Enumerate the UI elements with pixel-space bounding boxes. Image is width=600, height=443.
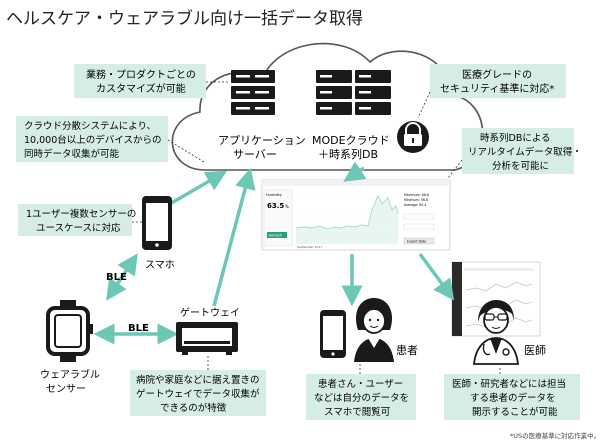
dashboard-area bbox=[296, 196, 398, 244]
doctor-label: 医師 bbox=[524, 344, 546, 357]
smartphone-label: スマホ bbox=[145, 259, 175, 271]
callout-multi-sensor-line1: 1ユーザー複数センサーの bbox=[26, 208, 136, 220]
wearable-label-2: センサー bbox=[46, 383, 86, 395]
arrow-ble-phone bbox=[106, 253, 138, 301]
patient-label: 患者 bbox=[396, 344, 418, 357]
mode-cloud-label-2: ＋時系列DB bbox=[318, 147, 378, 161]
ble-phone-label: BLE bbox=[106, 272, 127, 283]
dashboard-stat-3: Average: 60.4 bbox=[404, 203, 426, 207]
app-server-label-1: アプリケーション bbox=[218, 134, 306, 147]
mode-server-icon bbox=[316, 70, 391, 115]
callout-distributed-line2: 10,000台以上のデバイスからの bbox=[24, 134, 161, 146]
dashboard-date: September 2017 bbox=[297, 245, 322, 249]
callout-gateway: 病院や家庭などに据え置きの ゲートウェイでデータ収集が できるのが特徴 bbox=[130, 370, 266, 416]
app-server-label-2: サーバー bbox=[233, 148, 277, 161]
callout-multi-sensor-line2: ユースケースに対応 bbox=[36, 222, 121, 234]
callout-gateway-line1: 病院や家庭などに据え置きの bbox=[136, 374, 260, 386]
gateway-label: ゲートウェイ bbox=[180, 307, 240, 319]
callout-customize-line1: 業務・プロダクトごとの bbox=[86, 68, 196, 81]
gateway-icon bbox=[176, 322, 238, 355]
leader-distributed bbox=[167, 139, 205, 163]
dashboard-stat-1: Maximum: 66.8 bbox=[404, 193, 429, 197]
arrow-cloud-to-doctor bbox=[418, 252, 455, 301]
arrow-cloud-to-dashboard bbox=[343, 161, 367, 182]
app-server-icon bbox=[231, 70, 275, 115]
callout-security-line2: セキュリティ基準に対応* bbox=[440, 82, 554, 95]
callout-gateway-line3: できるのが特徴 bbox=[160, 402, 227, 414]
callout-distributed: クラウド分散システムにより、 10,000台以上のデバイスからの 同時データ収集… bbox=[16, 116, 168, 162]
dashboard-export: Export Data bbox=[407, 240, 426, 244]
dashboard-button: Refresh bbox=[269, 234, 282, 238]
leader-security bbox=[417, 91, 431, 119]
dashboard-stat-2: Minimum: 56.8 bbox=[404, 198, 428, 202]
ble-gateway-label: BLE bbox=[128, 323, 149, 334]
callout-patient: 患者さん・ユーザー などは自分のデータを スマホで閲覧可 bbox=[306, 374, 416, 420]
callout-doctor: 医師・研究者などには担当 する患者のデータを 開示することが可能 bbox=[444, 374, 580, 420]
callout-security-line1: 医療グレードの bbox=[462, 68, 532, 81]
page-title: ヘルスケア・ウェアラブル向け一括データ取得 bbox=[6, 8, 363, 29]
smartphone-icon bbox=[142, 196, 172, 250]
callout-doctor-line3: 開示することが可能 bbox=[472, 406, 558, 418]
callout-doctor-line2: する患者のデータを bbox=[470, 392, 556, 404]
mode-cloud-label-1: MODEクラウド bbox=[312, 134, 390, 147]
callout-distributed-line1: クラウド分散システムにより、 bbox=[24, 120, 156, 132]
callout-gateway-line2: ゲートウェイでデータ収集が bbox=[136, 388, 260, 400]
dashboard-screenshot: Humidity 63.5 % Refresh September 2017 M… bbox=[261, 179, 451, 251]
callout-customize: 業務・プロダクトごとの カスタマイズが可能 bbox=[74, 64, 206, 98]
callout-timeseries: 時系列DBによる リアルタイムデータ取得・ 分析を可能に bbox=[462, 128, 582, 174]
callout-patient-line1: 患者さん・ユーザー bbox=[318, 378, 403, 390]
callout-doctor-line1: 医師・研究者などには担当 bbox=[452, 378, 566, 390]
wearable-icon bbox=[46, 300, 93, 362]
dashboard-value: 63.5 bbox=[267, 202, 284, 210]
callout-timeseries-line3: 分析を可能に bbox=[492, 160, 549, 172]
callout-multi-sensor: 1ユーザー複数センサーの ユースケースに対応 bbox=[18, 204, 136, 236]
patient-phone-icon bbox=[320, 310, 346, 358]
callout-patient-line3: スマホで閲覧可 bbox=[324, 406, 390, 418]
callout-timeseries-line1: 時系列DBによる bbox=[480, 132, 551, 144]
lock-icon bbox=[397, 121, 429, 153]
dashboard-unit: % bbox=[285, 204, 289, 209]
dashboard-title: Humidity bbox=[266, 193, 282, 197]
arrow-gateway-to-cloud bbox=[212, 167, 256, 307]
callout-security: 医療グレードの セキュリティ基準に対応* bbox=[430, 64, 566, 98]
callout-distributed-line3: 同時データ収集が可能 bbox=[24, 148, 120, 160]
callout-customize-line2: カスタマイズが可能 bbox=[96, 82, 186, 95]
footnote: *USの医療基準に対応作業中。 bbox=[510, 431, 600, 440]
arrow-phone-to-cloud bbox=[167, 170, 228, 207]
arrows bbox=[93, 161, 455, 345]
patient-icon bbox=[354, 298, 394, 362]
wearable-label-1: ウェアラブル bbox=[40, 368, 100, 381]
doctor-icon bbox=[472, 300, 520, 365]
callout-timeseries-line2: リアルタイムデータ取得・ bbox=[468, 146, 582, 158]
callout-patient-line2: などは自分のデータを bbox=[314, 392, 409, 404]
